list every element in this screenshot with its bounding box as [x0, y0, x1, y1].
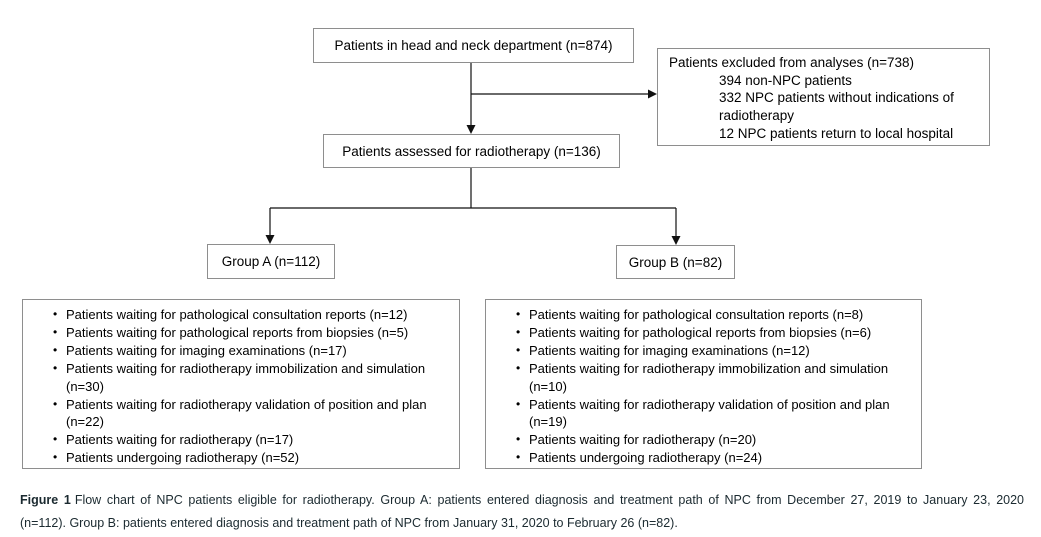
node-head-neck-department-label: Patients in head and neck department (n=…: [334, 38, 613, 53]
node-group-a-label: Group A (n=112): [221, 254, 321, 269]
list-item: • Patients waiting for pathological cons…: [486, 306, 917, 324]
node-head-neck-department: Patients in head and neck department (n=…: [313, 28, 634, 63]
list-item: • Patients undergoing radiotherapy (n=24…: [486, 449, 917, 467]
figure-caption-text1: Flow chart of NPC patients eligible for …: [74, 493, 1025, 507]
node-excluded-title: Patients excluded from analyses (n=738): [669, 55, 915, 70]
list-item-text: Patients waiting for imaging examination…: [529, 342, 810, 358]
figure-caption-label: Figure 1: [20, 493, 71, 507]
bullet-icon: •: [516, 432, 521, 447]
list-item: • Patients waiting for radiotherapy vali…: [486, 396, 917, 432]
node-excluded-patients: Patients excluded from analyses (n=738) …: [657, 48, 990, 146]
list-item-text: Patients undergoing radiotherapy (n=24): [529, 450, 763, 466]
list-item-text: Patients undergoing radiotherapy (n=52): [66, 450, 300, 466]
excluded-item: 12 NPC patients return to local hospital: [719, 125, 954, 141]
list-item: • Patients waiting for imaging examinati…: [486, 342, 917, 360]
excluded-items-list: 394 non-NPC patients 332 NPC patients wit…: [719, 72, 981, 143]
list-item: • Patients waiting for pathological cons…: [23, 306, 455, 324]
node-group-a-details: • Patients waiting for pathological cons…: [22, 299, 460, 469]
bullet-icon: •: [516, 307, 521, 321]
node-group-b-label: Group B (n=82): [628, 254, 723, 270]
bullet-icon: •: [516, 450, 521, 465]
group-b-details-list: • Patients waiting for pathological cons…: [486, 300, 921, 467]
bullet-icon: •: [53, 342, 58, 357]
bullet-icon: •: [516, 324, 521, 339]
list-item: • Patients waiting for imaging examinati…: [23, 342, 455, 360]
list-item: • Patients waiting for pathological repo…: [23, 324, 455, 342]
node-group-b: Group B (n=82): [616, 245, 735, 279]
bullet-icon: •: [53, 396, 58, 411]
list-item: • Patients waiting for pathological repo…: [486, 324, 917, 342]
list-item-text: Patients waiting for pathological report…: [66, 324, 409, 340]
group-a-details-list: • Patients waiting for pathological cons…: [23, 300, 459, 467]
list-item-text: Patients waiting for radiotherapy (n=17): [66, 432, 294, 448]
node-group-a: Group A (n=112): [207, 244, 335, 279]
list-item-text: Patients waiting for pathological consul…: [529, 307, 864, 322]
bullet-icon: •: [53, 432, 58, 447]
figure-caption-line2: (n=112). Group B: patients entered diagn…: [20, 515, 678, 530]
list-item-text: Patients waiting for radiotherapy valida…: [529, 396, 890, 430]
list-item: • Patients waiting for radiotherapy (n=2…: [486, 431, 917, 449]
excluded-item: 332 NPC patients without indications of …: [719, 90, 954, 124]
bullet-icon: •: [516, 342, 521, 357]
bullet-icon: •: [516, 360, 521, 375]
list-item: • Patients waiting for radiotherapy vali…: [23, 396, 455, 432]
list-item-text: Patients waiting for pathological consul…: [66, 307, 408, 322]
bullet-icon: •: [516, 396, 521, 411]
list-item-text: Patients waiting for radiotherapy valida…: [66, 396, 427, 430]
list-item-text: Patients waiting for radiotherapy immobi…: [529, 360, 889, 394]
list-item: • Patients undergoing radiotherapy (n=52…: [23, 449, 455, 467]
list-item: • Patients waiting for radiotherapy immo…: [486, 360, 917, 396]
bullet-icon: •: [53, 324, 58, 339]
bullet-icon: •: [53, 307, 58, 321]
list-item-text: Patients waiting for radiotherapy (n=20): [529, 432, 757, 448]
bullet-icon: •: [53, 360, 58, 375]
excluded-item: 394 non-NPC patients: [719, 72, 852, 88]
list-item-text: Patients waiting for radiotherapy immobi…: [66, 360, 426, 394]
list-item: • Patients waiting for radiotherapy (n=1…: [23, 431, 455, 449]
list-item: • Patients waiting for radiotherapy immo…: [23, 360, 455, 396]
bullet-icon: •: [53, 450, 58, 465]
node-assessed-radiotherapy: Patients assessed for radiotherapy (n=13…: [323, 134, 620, 168]
node-assessed-radiotherapy-label: Patients assessed for radiotherapy (n=13…: [342, 143, 601, 159]
list-item-text: Patients waiting for pathological report…: [529, 324, 872, 340]
list-item-text: Patients waiting for imaging examination…: [66, 342, 347, 358]
node-group-b-details: • Patients waiting for pathological cons…: [485, 299, 922, 469]
